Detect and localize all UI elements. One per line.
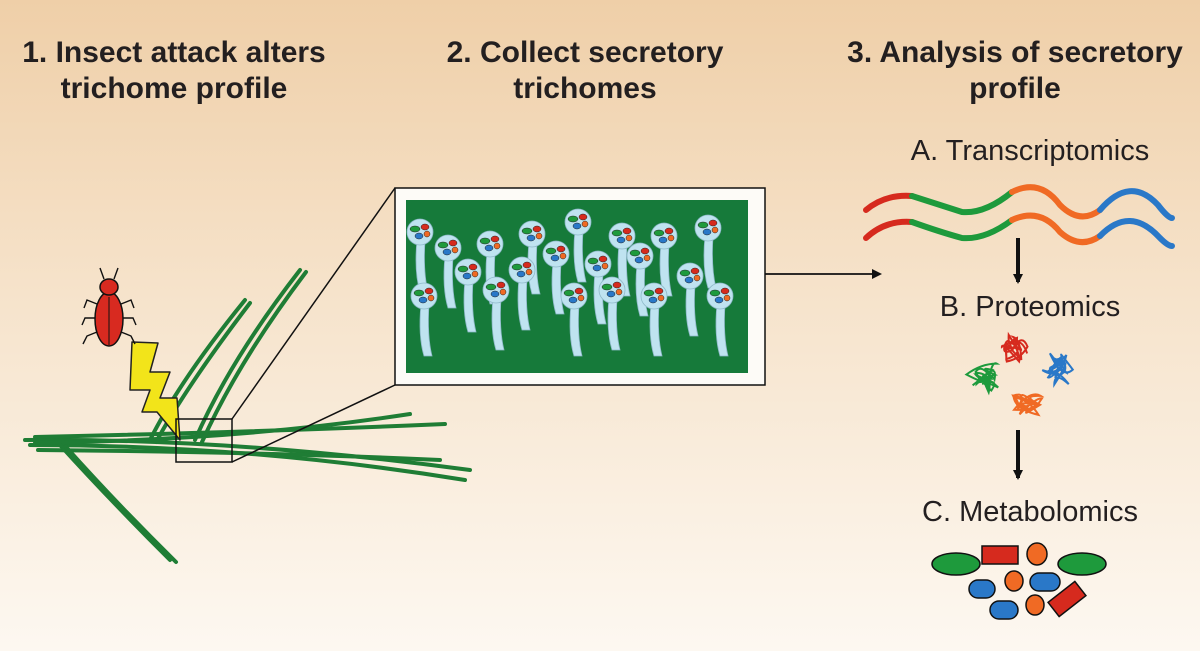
zoom-region-box: [175, 418, 233, 463]
protein-tangles-icon: [964, 331, 1075, 417]
trichome: [410, 282, 438, 357]
trichome: [608, 222, 636, 297]
trichome: [694, 214, 722, 289]
trichome: [650, 222, 678, 297]
attack-lightning-icon: [129, 341, 181, 441]
protein-tangle: [1041, 352, 1075, 388]
trichome: [598, 276, 626, 351]
zoom-line-top: [231, 187, 396, 420]
trichome: [454, 258, 482, 333]
trichome: [508, 256, 536, 331]
trichome: [482, 276, 510, 351]
protein-tangle: [1011, 393, 1045, 417]
metabolomics-label: C. Metabolomics: [922, 496, 1138, 528]
zoom-line-bottom: [231, 384, 396, 463]
trichome: [640, 282, 668, 357]
trichome: [542, 240, 570, 315]
trichome: [564, 208, 592, 283]
trichome: [434, 234, 462, 309]
proteomics-label: B. Proteomics: [939, 291, 1121, 323]
trichome: [676, 262, 704, 337]
protein-tangle: [1000, 331, 1029, 364]
metabolite-shapes-icon: [931, 542, 1107, 620]
trichome: [706, 282, 734, 357]
trichome: [406, 218, 434, 293]
transcript-strands-icon: [863, 184, 1175, 249]
protein-tangle: [964, 362, 1001, 396]
trichome-cluster: [406, 208, 734, 357]
transcriptomics-label: A. Transcriptomics: [910, 135, 1150, 167]
trichome: [584, 250, 612, 325]
trichome: [560, 282, 588, 357]
insect-icon: [81, 267, 137, 347]
